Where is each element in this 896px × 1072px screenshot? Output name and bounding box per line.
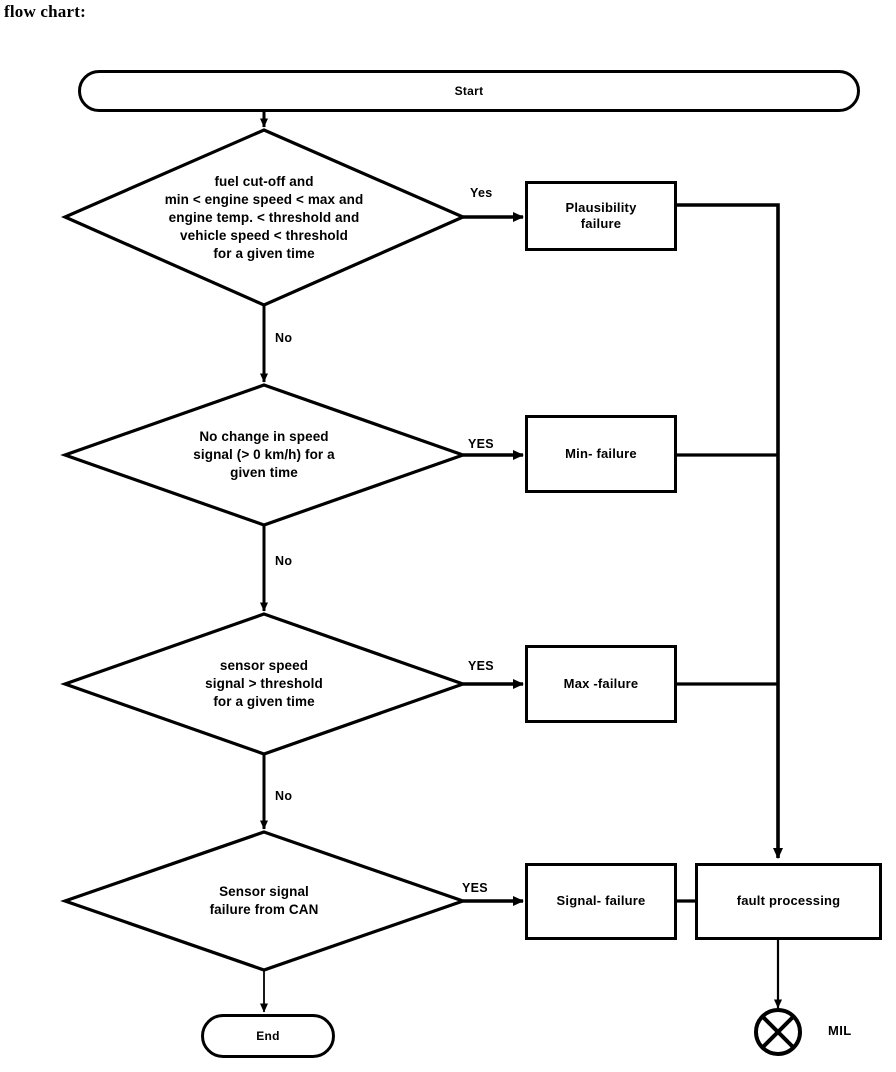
fault-processing-label: fault processing bbox=[736, 893, 841, 909]
signal-failure-box[interactable]: Signal- failure bbox=[525, 863, 677, 940]
min-failure-label: Min- failure bbox=[565, 445, 637, 461]
edge-label-d1-no: No bbox=[275, 331, 293, 345]
plausibility-failure-line-2: failure bbox=[580, 216, 622, 231]
end-terminal[interactable]: End bbox=[201, 1014, 335, 1058]
start-terminal-label: Start bbox=[454, 84, 484, 98]
edge-label-d2-no: No bbox=[275, 554, 293, 568]
decision-diamond-3 bbox=[60, 612, 468, 756]
plausibility-failure-box[interactable]: Plausibility failure bbox=[525, 181, 677, 251]
mil-label: MIL bbox=[828, 1023, 852, 1038]
plausibility-failure-line-1: Plausibility bbox=[565, 199, 637, 215]
start-terminal[interactable]: Start bbox=[78, 70, 860, 112]
decision-diamond-4 bbox=[60, 830, 468, 972]
mil-lamp-icon bbox=[754, 1008, 802, 1056]
page-title: flow chart: bbox=[4, 2, 86, 21]
decision-diamond-1 bbox=[61, 128, 467, 307]
edge-label-d4-yes: YES bbox=[462, 881, 488, 895]
min-failure-box[interactable]: Min- failure bbox=[525, 415, 677, 493]
fault-processing-box[interactable]: fault processing bbox=[695, 863, 882, 940]
edge-label-d1-yes: Yes bbox=[470, 186, 493, 200]
edge-label-d3-no: No bbox=[275, 789, 293, 803]
signal-failure-label: Signal- failure bbox=[556, 893, 646, 909]
edge-plausibility-to-bus bbox=[670, 203, 783, 859]
end-terminal-label: End bbox=[256, 1029, 280, 1043]
edge-label-d3-yes: YES bbox=[468, 659, 494, 673]
edge-label-d2-yes: YES bbox=[468, 437, 494, 451]
max-failure-label: Max -failure bbox=[563, 675, 639, 691]
max-failure-box[interactable]: Max -failure bbox=[525, 645, 677, 723]
decision-diamond-2 bbox=[60, 383, 468, 527]
